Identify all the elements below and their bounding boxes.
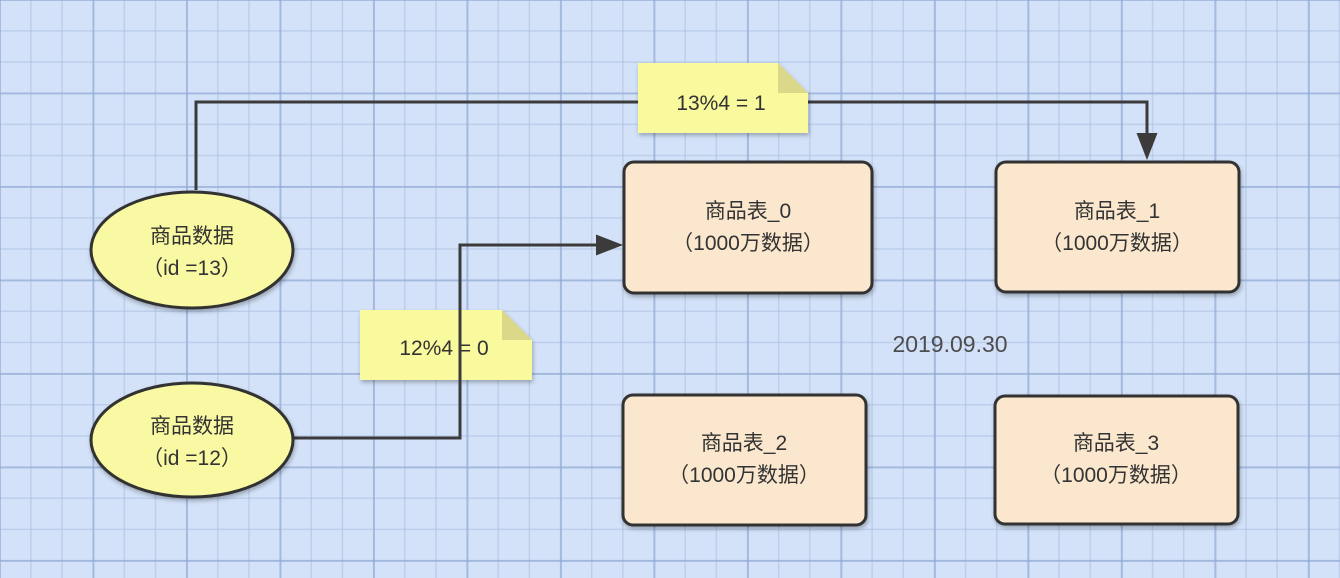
shape-label-line2: （1000万数据） bbox=[668, 464, 820, 487]
rect-body bbox=[621, 393, 868, 527]
note-label: 12%4 = 0 bbox=[399, 337, 488, 360]
shape-product-data-id12[interactable]: 商品数据 （id =12） bbox=[89, 381, 295, 499]
shape-label-line2: （1000万数据） bbox=[1040, 464, 1192, 487]
sticky-note-body bbox=[360, 310, 532, 380]
shape-label-line1: 商品数据 bbox=[150, 225, 234, 248]
ellipse-body bbox=[89, 190, 295, 310]
ellipse-body bbox=[89, 381, 295, 499]
note-label: 13%4 = 1 bbox=[676, 92, 765, 115]
shape-label-line1: 商品表_1 bbox=[1074, 200, 1160, 223]
rect-body bbox=[994, 160, 1241, 294]
shape-table-2[interactable]: 商品表_2 （1000万数据） bbox=[621, 393, 868, 527]
rect-body bbox=[622, 160, 874, 295]
shape-product-data-id13[interactable]: 商品数据 （id =13） bbox=[89, 190, 295, 310]
shape-label-line2: （id =12） bbox=[142, 447, 242, 470]
shape-label-line1: 商品表_3 bbox=[1073, 432, 1159, 455]
shape-label-line2: （1000万数据） bbox=[1041, 232, 1193, 255]
connector-id12-to-table0[interactable] bbox=[290, 234, 623, 440]
sticky-note-fold-icon bbox=[778, 63, 808, 93]
date-annotation[interactable]: 2019.09.30 bbox=[892, 331, 1007, 357]
shape-label-line2: （1000万数据） bbox=[672, 232, 824, 255]
shape-label-line1: 商品数据 bbox=[150, 415, 234, 438]
sticky-note-fold-icon bbox=[502, 310, 532, 340]
rect-body bbox=[993, 394, 1240, 526]
sticky-note-mod13[interactable]: 13%4 = 1 bbox=[638, 63, 808, 133]
shape-label-line1: 商品表_2 bbox=[701, 432, 787, 455]
arrowhead-down-icon bbox=[1136, 133, 1158, 160]
shape-table-3[interactable]: 商品表_3 （1000万数据） bbox=[993, 394, 1240, 526]
arrowhead-right-icon bbox=[596, 234, 623, 256]
shape-table-1[interactable]: 商品表_1 （1000万数据） bbox=[994, 160, 1241, 294]
shape-label-line2: （id =13） bbox=[142, 257, 242, 280]
shape-table-0[interactable]: 商品表_0 （1000万数据） bbox=[622, 160, 874, 295]
shape-label-line1: 商品表_0 bbox=[705, 200, 791, 223]
sticky-note-body bbox=[638, 63, 808, 133]
sticky-note-mod12[interactable]: 12%4 = 0 bbox=[360, 310, 532, 380]
